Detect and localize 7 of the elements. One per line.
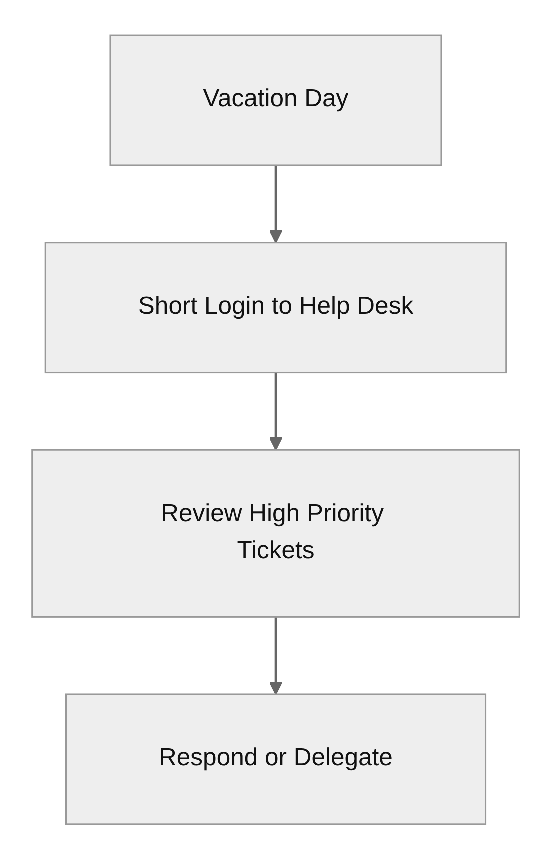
- arrow: [269, 372, 283, 451]
- node-box: Respond or Delegate: [65, 694, 487, 826]
- arrow: [269, 617, 283, 696]
- node-box: Short Login to Help Desk: [44, 242, 508, 374]
- node-box: Review High Priority Tickets: [32, 449, 520, 618]
- node-box: Vacation Day: [110, 34, 442, 166]
- arrow: [269, 166, 283, 244]
